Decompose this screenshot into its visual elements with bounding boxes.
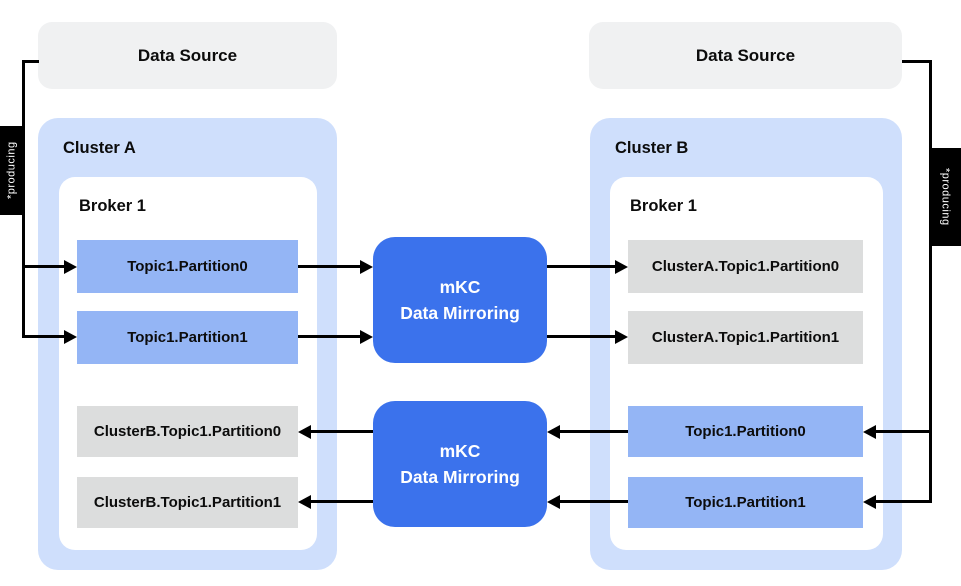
connector-line <box>902 60 930 63</box>
mkc-top-line2: Data Mirroring <box>400 303 520 323</box>
data-source-right-box: Data Source <box>589 22 902 89</box>
cluster-a-label: Cluster A <box>63 139 136 157</box>
arrowhead-right-icon <box>360 330 373 344</box>
mkc-bottom-line1: mKC <box>439 440 481 461</box>
mkc-mirroring-node-top: mKC Data Mirroring <box>373 237 547 363</box>
cluster-a-mirrored-clusterb-partition1: ClusterB.Topic1.Partition1 <box>77 477 298 528</box>
arrowhead-left-icon <box>547 425 560 439</box>
connector-line <box>559 500 628 503</box>
connector-line <box>559 430 628 433</box>
arrowhead-left-icon <box>547 495 560 509</box>
data-source-right-label: Data Source <box>695 45 796 65</box>
cluster-a-topic1-partition1: Topic1.Partition1 <box>77 311 298 364</box>
arrowhead-left-icon <box>863 495 876 509</box>
cluster-b-topic1-partition1: Topic1.Partition1 <box>628 477 863 528</box>
cluster-a-broker-label: Broker 1 <box>79 197 146 215</box>
mkc-top-line1: mKC <box>439 276 481 297</box>
connector-line <box>298 335 361 338</box>
cluster-b-mirrored-clustera-partition0: ClusterA.Topic1.Partition0 <box>628 240 863 293</box>
cluster-b-topic1-partition0: Topic1.Partition0 <box>628 406 863 457</box>
cluster-a-mirrored-clusterb-partition0: ClusterB.Topic1.Partition0 <box>77 406 298 457</box>
arrowhead-left-icon <box>298 425 311 439</box>
connector-line <box>310 430 373 433</box>
producing-tab-left: *producing <box>0 126 23 215</box>
arrowhead-right-icon <box>615 260 628 274</box>
producing-tab-right: *producing <box>930 148 961 246</box>
mkc-bottom-line2: Data Mirroring <box>400 467 520 487</box>
data-source-left-box: Data Source <box>38 22 337 89</box>
arrowhead-left-icon <box>298 495 311 509</box>
connector-line <box>23 265 66 268</box>
connector-line <box>929 60 932 503</box>
connector-line <box>23 60 39 63</box>
connector-line <box>22 60 25 338</box>
connector-line <box>875 430 930 433</box>
connector-line <box>875 500 930 503</box>
arrowhead-right-icon <box>64 330 77 344</box>
connector-line <box>310 500 373 503</box>
connector-line <box>298 265 361 268</box>
arrowhead-left-icon <box>863 425 876 439</box>
connector-line <box>23 335 66 338</box>
data-source-left-label: Data Source <box>137 45 238 65</box>
cluster-b-mirrored-clustera-partition1: ClusterA.Topic1.Partition1 <box>628 311 863 364</box>
cluster-a-topic1-partition0: Topic1.Partition0 <box>77 240 298 293</box>
arrowhead-right-icon <box>360 260 373 274</box>
connector-line <box>547 265 616 268</box>
connector-line <box>547 335 616 338</box>
cluster-b-label: Cluster B <box>615 139 689 157</box>
arrowhead-right-icon <box>615 330 628 344</box>
cluster-b-broker-label: Broker 1 <box>630 197 697 215</box>
arrowhead-right-icon <box>64 260 77 274</box>
mkc-mirroring-node-bottom: mKC Data Mirroring <box>373 401 547 527</box>
